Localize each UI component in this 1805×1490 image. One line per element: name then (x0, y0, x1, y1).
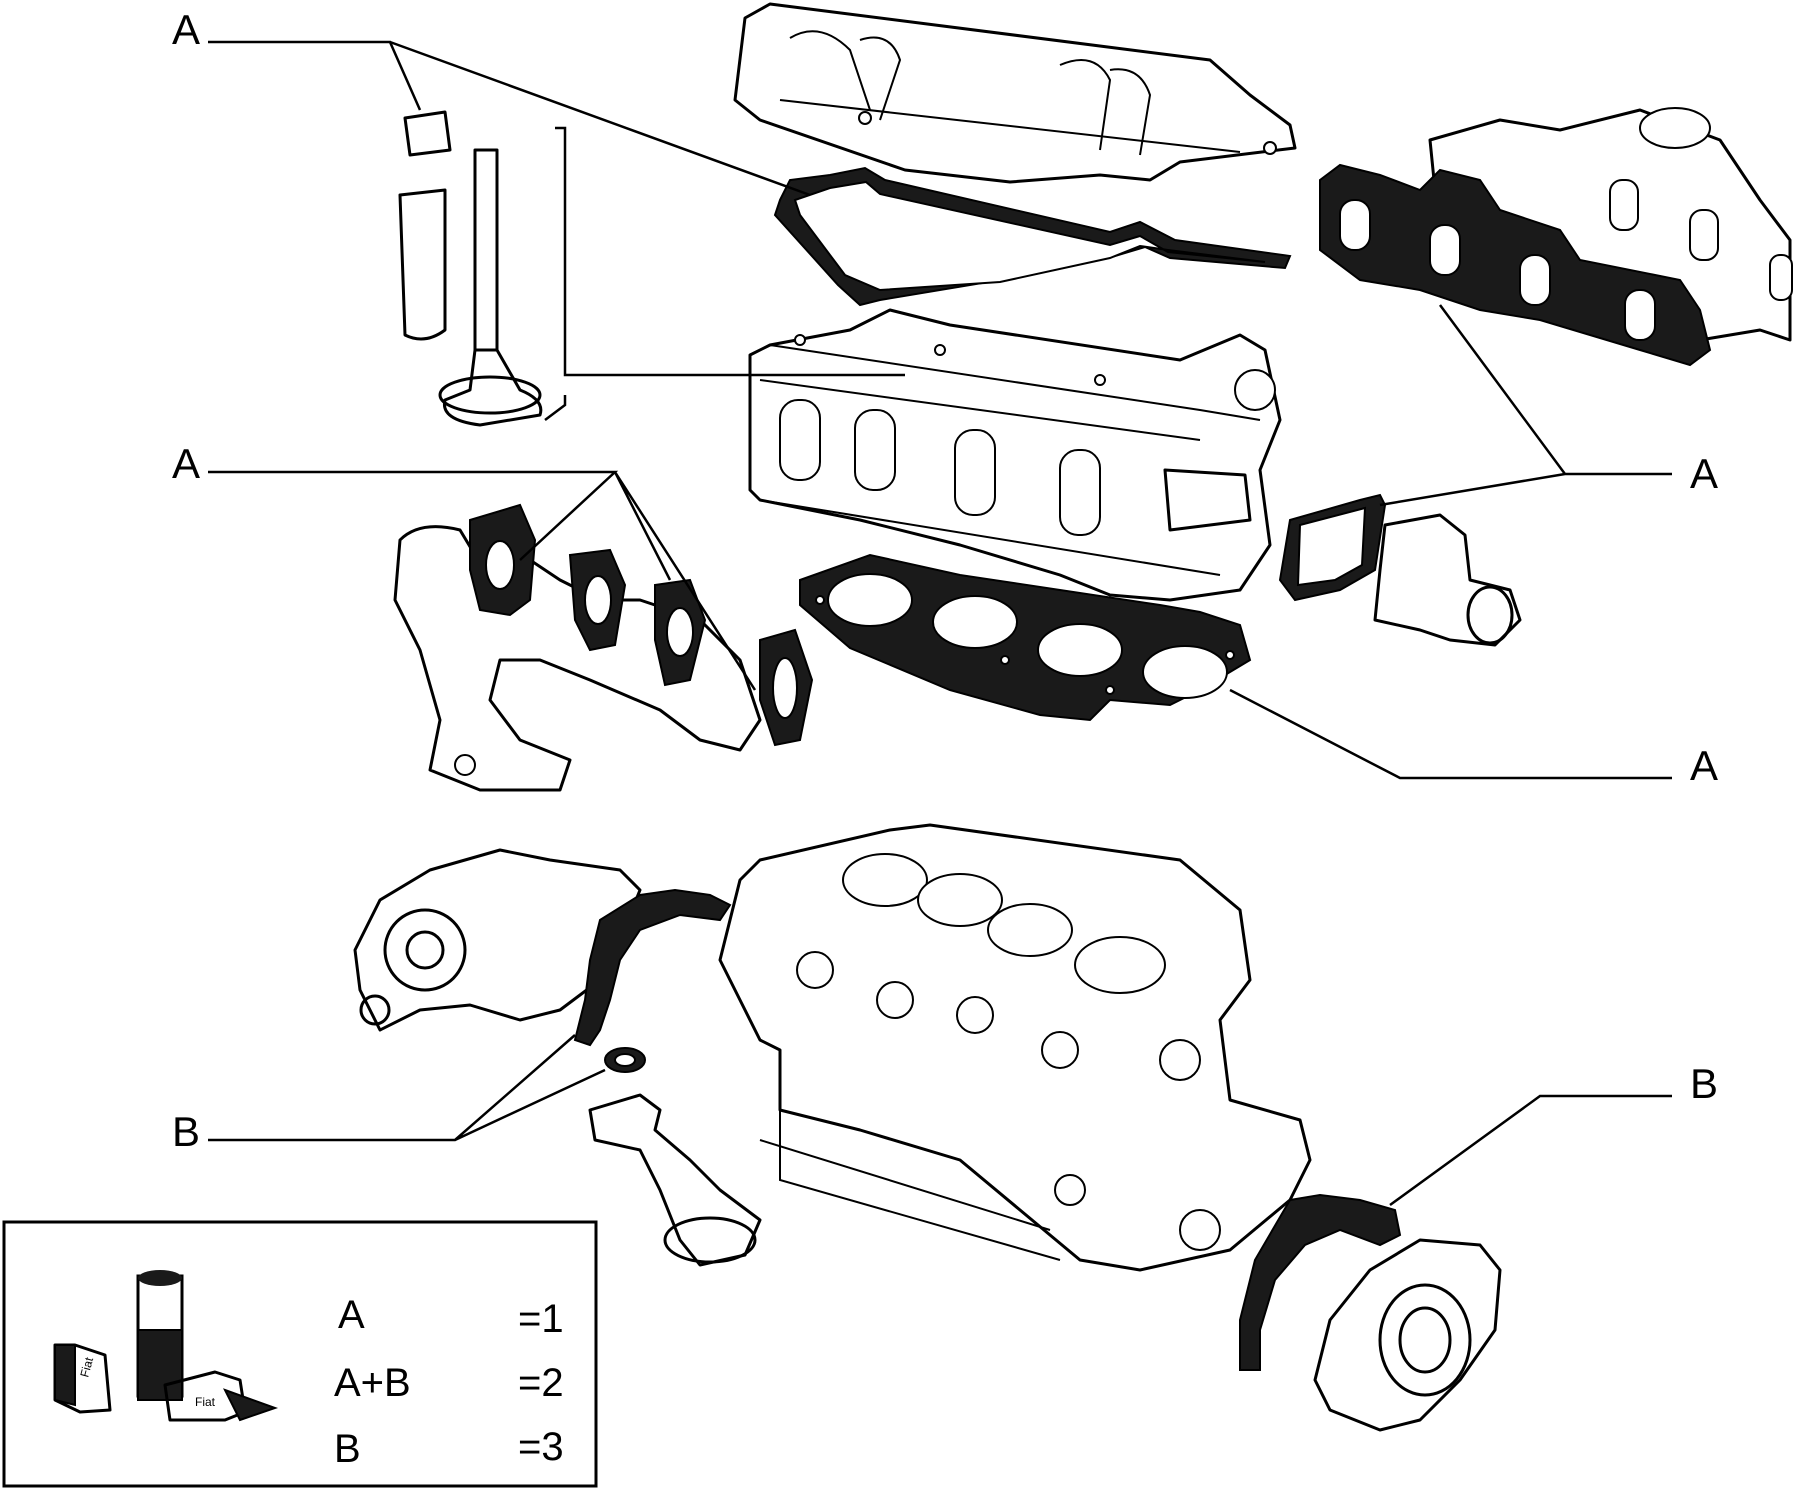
logo-text: Fiat (195, 1395, 216, 1409)
thermostat-gasket (1278, 493, 1387, 602)
callout-b-oil-pump: B (172, 1108, 200, 1155)
logo-text: Fiat (77, 1355, 96, 1379)
rear-seal-gasket (1239, 1193, 1402, 1371)
legend-value-b: =3 (518, 1425, 564, 1469)
legend-key-a-plus-b: A+B (334, 1361, 411, 1405)
oil-pump (353, 848, 642, 1032)
legend-value-a: =1 (518, 1297, 564, 1341)
callout-b-rear-seal: B (1690, 1060, 1718, 1107)
valve-cover-gasket (773, 166, 1292, 307)
leader-lines (208, 40, 1672, 1207)
valve-and-stem-seal (398, 110, 543, 427)
valve-cover (733, 2, 1297, 184)
rear-seal-housing (1313, 1238, 1502, 1432)
cylinder-head (748, 308, 1282, 602)
legend-value-a-plus-b: =2 (518, 1361, 564, 1405)
callout-a-exhaust: A (172, 440, 200, 487)
exhaust-manifold-gaskets (469, 503, 814, 747)
oil-pump-gasket (573, 888, 732, 1047)
intake-manifold (1428, 107, 1793, 342)
callout-a-head-gasket: A (1690, 742, 1718, 789)
legend-key-b: B (334, 1427, 361, 1471)
callout-a-intake: A (1690, 450, 1718, 497)
callout-a-top: A (172, 6, 200, 53)
cylinder-head-gasket (799, 553, 1252, 722)
oil-strainer (588, 1093, 762, 1267)
engine-block (718, 823, 1312, 1272)
legend-key-a: A (338, 1293, 365, 1337)
thermostat-housing (1373, 513, 1522, 647)
exhaust-manifold (393, 525, 762, 792)
sealant-tube-icon: Fiat Fiat (53, 1270, 279, 1422)
legend-box: Fiat Fiat A =1 A+B =2 B =3 (2, 1220, 598, 1488)
oil-seal-ring (604, 1047, 646, 1073)
intake-manifold-gasket (1319, 163, 1712, 367)
